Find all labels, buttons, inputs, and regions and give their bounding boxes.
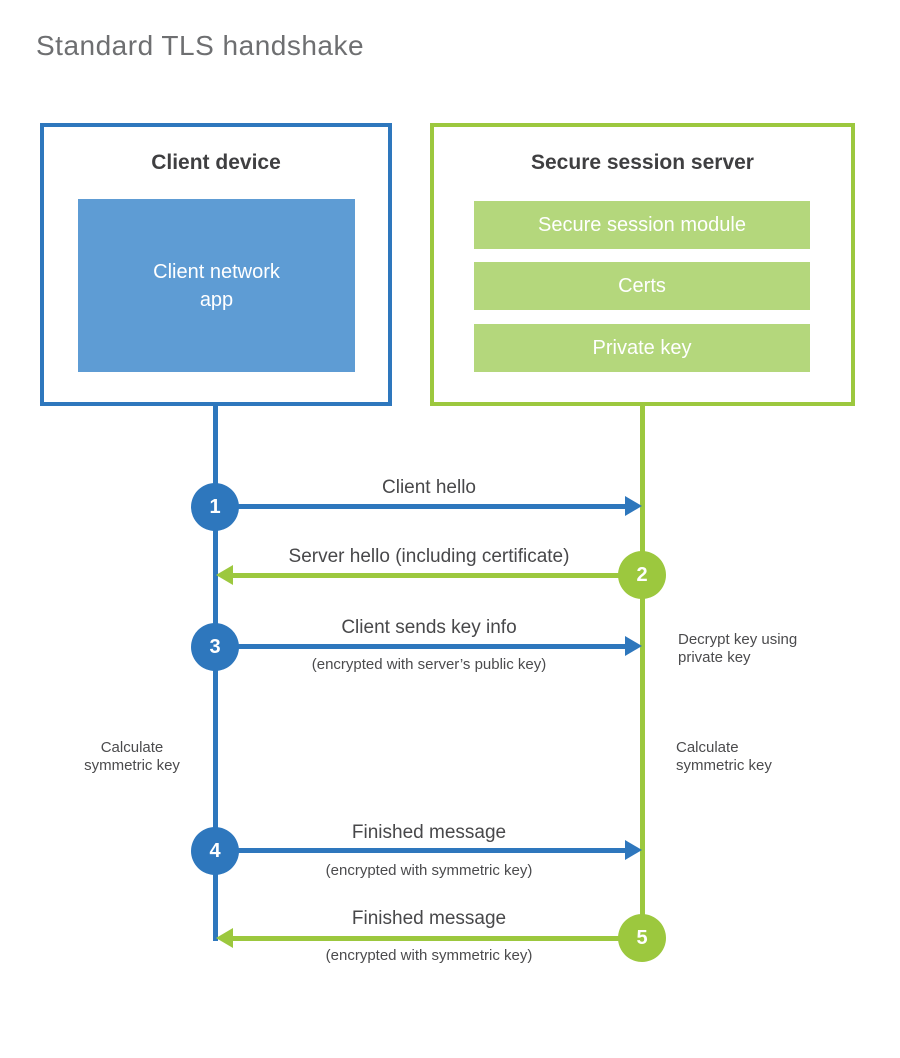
server-module-bar: Certs bbox=[474, 262, 810, 310]
arrow-left-icon bbox=[216, 928, 233, 948]
arrow-right-icon bbox=[625, 840, 642, 860]
arrow-right-icon bbox=[625, 496, 642, 516]
message-3-sublabel: (encrypted with server’s public key) bbox=[311, 656, 547, 673]
server-module-label: Private key bbox=[592, 336, 692, 359]
message-4-sublabel: (encrypted with symmetric key) bbox=[325, 862, 533, 879]
message-4-arrow bbox=[237, 848, 627, 853]
page-title: Standard TLS handshake bbox=[36, 30, 365, 61]
message-5-arrow bbox=[232, 936, 622, 941]
secure-session-server-title: Secure session server bbox=[531, 151, 754, 174]
client-device-title: Client device bbox=[151, 151, 281, 174]
client-network-app-box: Client network app bbox=[78, 199, 355, 372]
message-5-label: Finished message bbox=[351, 908, 507, 929]
step-5-number: 5 bbox=[636, 926, 648, 949]
message-2-arrow bbox=[232, 573, 622, 578]
message-1-arrow bbox=[237, 504, 627, 509]
step-5-circle: 5 bbox=[618, 914, 666, 962]
arrow-left-icon bbox=[216, 565, 233, 585]
server-module-bar: Secure session module bbox=[474, 201, 810, 249]
client-lifeline bbox=[213, 405, 218, 941]
step-4-circle: 4 bbox=[191, 827, 239, 875]
message-1-label: Client hello bbox=[382, 477, 476, 498]
server-module-bar: Private key bbox=[474, 324, 810, 372]
note-decrypt-key: Decrypt key using private key bbox=[678, 631, 798, 666]
step-3-number: 3 bbox=[209, 635, 221, 658]
server-module-label: Secure session module bbox=[538, 213, 746, 236]
message-4-label: Finished message bbox=[351, 822, 507, 843]
step-1-number: 1 bbox=[209, 495, 221, 518]
message-3-label: Client sends key info bbox=[341, 617, 517, 638]
message-3-arrow bbox=[237, 644, 627, 649]
client-network-app-label: Client network app bbox=[153, 260, 280, 311]
step-3-circle: 3 bbox=[191, 623, 239, 671]
step-4-number: 4 bbox=[209, 839, 221, 862]
step-2-number: 2 bbox=[636, 563, 648, 586]
message-5-sublabel: (encrypted with symmetric key) bbox=[325, 947, 533, 964]
step-2-circle: 2 bbox=[618, 551, 666, 599]
server-module-label: Certs bbox=[618, 274, 666, 297]
note-calculate-symmetric-key-right: Calculate symmetric key bbox=[676, 739, 772, 774]
arrow-right-icon bbox=[625, 636, 642, 656]
step-1-circle: 1 bbox=[191, 483, 239, 531]
message-2-label: Server hello (including certificate) bbox=[288, 546, 570, 567]
note-calculate-symmetric-key-left: Calculate symmetric key bbox=[84, 739, 180, 774]
server-lifeline bbox=[640, 405, 645, 942]
